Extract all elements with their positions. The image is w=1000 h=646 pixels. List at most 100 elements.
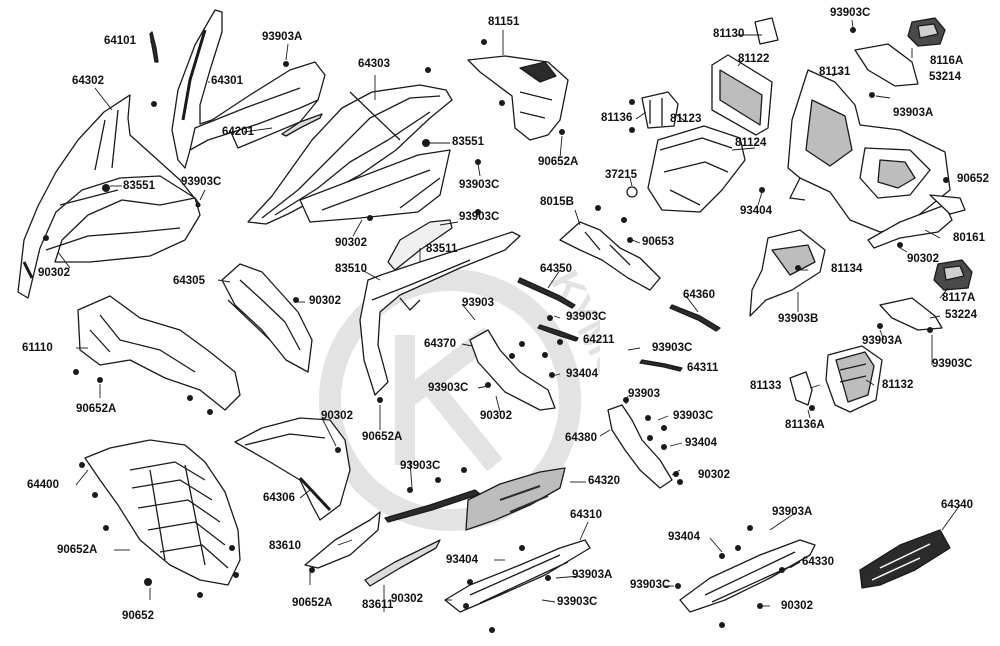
part-64311 (639, 359, 683, 372)
part-label: 64303 (358, 58, 390, 70)
screw-set (43, 27, 949, 633)
part-label: 93404 (446, 554, 478, 566)
part-label: 93903A (772, 506, 813, 518)
part-label: 90652 (122, 610, 154, 622)
part-64370 (469, 329, 556, 411)
part-label: 93903B (778, 313, 819, 325)
part-label: 64310 (570, 509, 602, 521)
part-64330 (679, 539, 816, 613)
part-8015B (559, 221, 661, 291)
part-label: 64201 (222, 126, 254, 138)
part-label: 37215 (605, 169, 637, 181)
kymco-watermark: KYMCO (319, 264, 600, 531)
part-label: 64360 (683, 289, 715, 301)
part-label: 64306 (263, 492, 295, 504)
part-label: 93903C (557, 596, 598, 608)
part-64302 (17, 94, 201, 299)
part-label: 90652A (57, 544, 98, 556)
part-label: 81132 (882, 379, 914, 391)
part-64303 (247, 84, 453, 225)
part-64310 (444, 539, 591, 613)
part-label: 53224 (945, 309, 977, 321)
part-80161 (867, 194, 966, 249)
part-label: 93903 (462, 297, 494, 309)
part-64211 (537, 324, 579, 342)
part-label: 90302 (781, 600, 813, 612)
part-61110 (77, 295, 241, 411)
part-83610 (304, 511, 381, 569)
part-label: 81130 (713, 28, 745, 40)
part-label: 93903C (630, 579, 671, 591)
part-label: 64101 (104, 35, 136, 47)
part-81132 (825, 345, 883, 413)
part-strip-93903C (384, 489, 481, 523)
part-64340 (859, 529, 951, 589)
part-64320 (465, 467, 566, 531)
part-81131 (787, 69, 951, 233)
part-label: 64311 (687, 362, 719, 374)
part-81130 (754, 17, 779, 45)
part-label: 93903A (572, 569, 613, 581)
part-label: 90652 (957, 173, 989, 185)
watermark-ring (319, 269, 581, 531)
leader-lines (57, 19, 961, 612)
part-label: 90302 (391, 593, 423, 605)
part-label: 90302 (335, 237, 367, 249)
part-64306 (234, 417, 351, 521)
part-label: 64370 (424, 338, 456, 350)
part-label: 90302 (698, 469, 730, 481)
part-label: 93903C (459, 179, 500, 191)
part-label: 80161 (953, 232, 985, 244)
part-label: 93903C (181, 176, 222, 188)
part-label: 90652A (538, 156, 579, 168)
part-label: 8117A (942, 292, 976, 304)
part-64400 (84, 439, 241, 586)
part-label: 64380 (565, 432, 597, 444)
part-label: 90653 (642, 236, 674, 248)
part-label: 90302 (38, 267, 70, 279)
part-64380 (607, 404, 673, 489)
part-label: 93903C (459, 211, 500, 223)
part-label: 93404 (668, 531, 700, 543)
part-label: 90302 (309, 295, 341, 307)
part-label: 93903A (862, 335, 903, 347)
part-83511 (387, 219, 453, 271)
part-label: 90652A (292, 597, 333, 609)
part-81134 (749, 229, 826, 317)
part-label: 81136A (785, 419, 825, 431)
part-8116A (907, 17, 946, 47)
part-81122 (711, 54, 773, 136)
part-83611 (364, 539, 441, 587)
part-label: 93903 (628, 388, 660, 400)
part-37215 (626, 186, 638, 198)
part-label: 8015B (540, 196, 574, 208)
part-label: 93903C (830, 7, 871, 19)
part-label: 53214 (929, 71, 961, 83)
part-label: 83551 (452, 136, 484, 148)
part-label: 90652A (76, 403, 117, 415)
part-label: 81133 (750, 380, 782, 392)
part-81151 (467, 55, 569, 141)
part-label: 93404 (740, 205, 772, 217)
part-label: 81136 (601, 112, 633, 124)
part-label: 83551 (123, 180, 155, 192)
part-64301 (171, 9, 326, 169)
part-81124 (647, 125, 746, 213)
part-label: 90302 (321, 410, 353, 422)
part-label: 93903C (566, 311, 607, 323)
part-label: 93903C (400, 460, 441, 472)
part-label: 93903A (893, 107, 934, 119)
part-label: 90652A (362, 431, 403, 443)
part-label: 93903C (932, 358, 973, 370)
part-label: 81134 (831, 263, 863, 275)
part-83510 (359, 231, 521, 396)
part-label: 64211 (583, 334, 615, 346)
part-81133 (789, 371, 813, 406)
part-label: 83611 (362, 599, 394, 611)
part-53224 (879, 297, 943, 331)
part-8117A (933, 259, 973, 291)
part-label: 93903A (262, 31, 303, 43)
part-label: 81123 (670, 113, 702, 125)
